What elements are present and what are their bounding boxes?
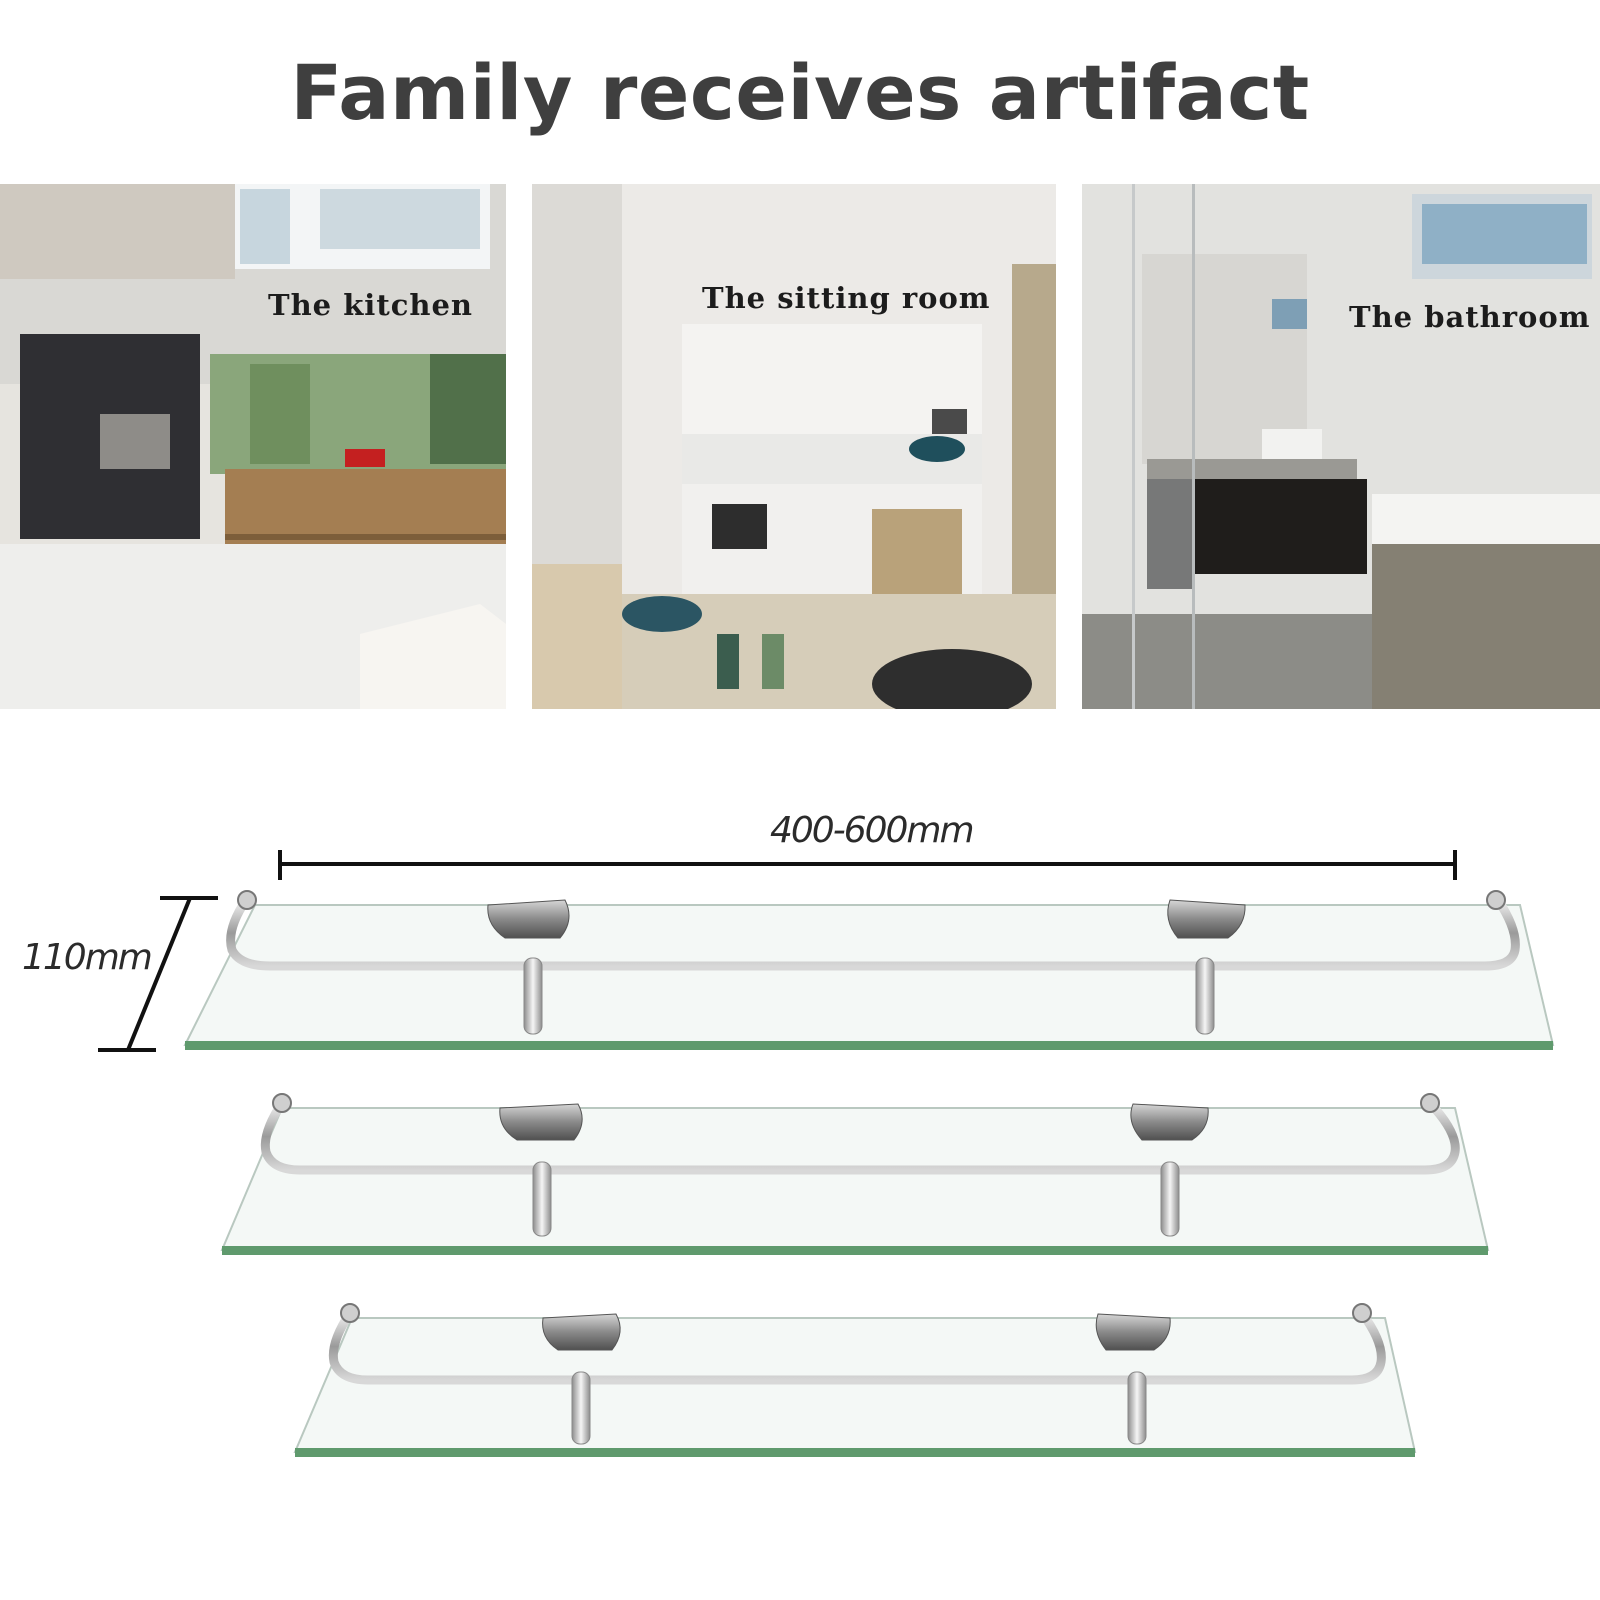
sitting-room-photo: The sitting room <box>532 184 1056 709</box>
bathroom-photo: The bathroom <box>1082 184 1600 709</box>
shelf-drawing <box>98 850 1555 1457</box>
depth-dimension-line <box>98 896 218 1052</box>
shelf-medium <box>220 1093 1490 1255</box>
sitting-room-label: The sitting room <box>702 281 991 315</box>
kitchen-photo: The kitchen <box>0 184 506 709</box>
bathroom-label: The bathroom <box>1349 300 1591 334</box>
length-dimension-label: 400-600mm <box>770 810 975 851</box>
kitchen-label: The kitchen <box>268 288 473 322</box>
length-dimension-line <box>278 850 1457 880</box>
depth-dimension-label: 110mm <box>22 937 153 978</box>
shelf-large <box>183 890 1555 1050</box>
shelf-small <box>293 1303 1417 1457</box>
headline: Family receives artifact <box>290 48 1310 137</box>
